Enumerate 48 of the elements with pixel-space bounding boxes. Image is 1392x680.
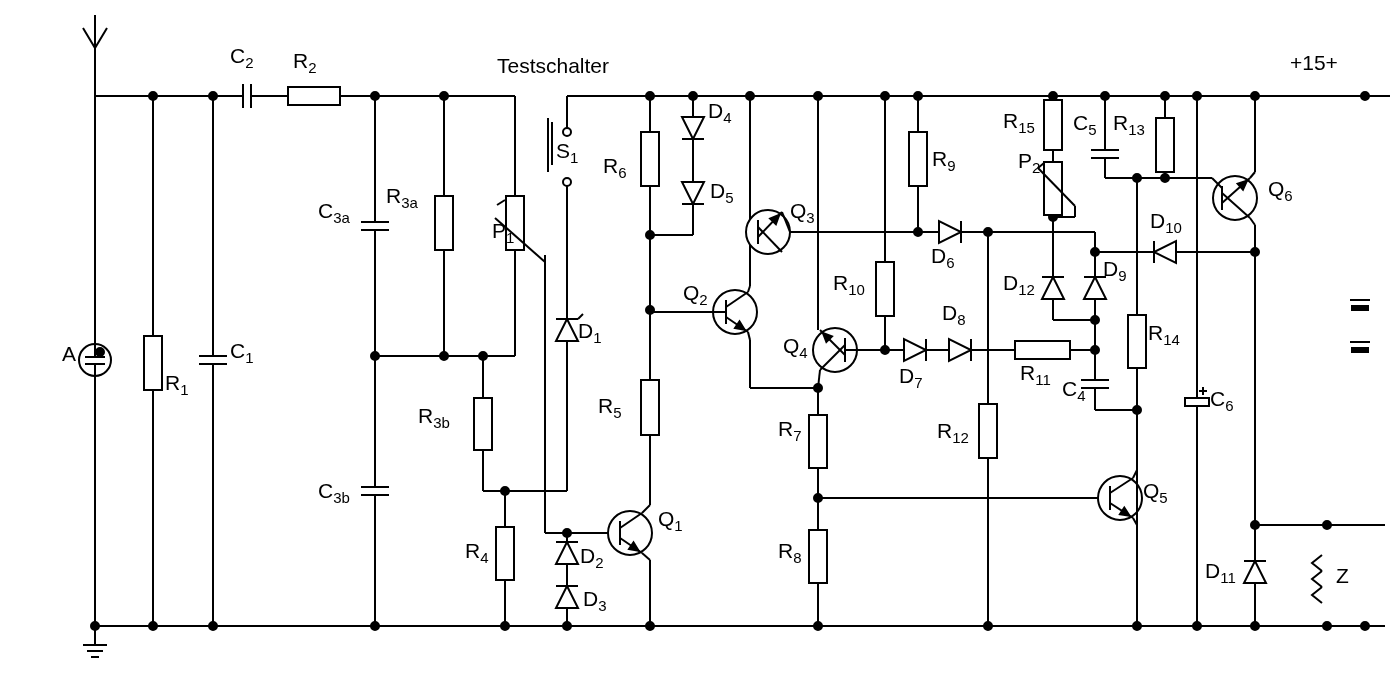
component-label: D$_{12}$ xyxy=(1003,272,1035,301)
component-label: R$_{3b}$ xyxy=(418,405,450,434)
component-label: R$_{10}$ xyxy=(833,272,865,301)
component-label: R$_{2}$ xyxy=(293,50,317,79)
component-label: R$_{8}$ xyxy=(778,540,802,569)
component-label: C$_{4}$ xyxy=(1062,378,1086,407)
component-label: R$_{15}$ xyxy=(1003,110,1035,139)
component-label: C$_{1}$ xyxy=(230,340,254,369)
component-label: C$_{3a}$ xyxy=(318,200,350,229)
component-label: D$_{7}$ xyxy=(899,365,923,394)
component-label: Q$_{2}$ xyxy=(683,282,708,311)
component-label: D$_{1}$ xyxy=(578,320,602,349)
component-label: D$_{4}$ xyxy=(708,100,732,129)
component-label: C$_{6}$ xyxy=(1210,388,1234,417)
component-label: C$_{3b}$ xyxy=(318,480,350,509)
component-label: Q$_{5}$ xyxy=(1143,480,1168,509)
component-label: D$_{10}$ xyxy=(1150,210,1182,239)
component-label: R$_{9}$ xyxy=(932,148,956,177)
component-label: D$_{9}$ xyxy=(1103,258,1127,287)
component-label: R$_{1}$ xyxy=(165,372,189,401)
component-label: R$_{4}$ xyxy=(465,540,489,569)
component-label: R$_{7}$ xyxy=(778,418,802,447)
component-label: D$_{2}$ xyxy=(580,545,604,574)
component-label: R$_{12}$ xyxy=(937,420,969,449)
component-label: D$_{8}$ xyxy=(942,302,966,331)
component-label: P$_{2}$ xyxy=(1018,150,1041,179)
component-label: R$_{6}$ xyxy=(603,155,627,184)
component-label: R$_{13}$ xyxy=(1113,112,1145,141)
component-label: C$_{2}$ xyxy=(230,45,254,74)
component-label: Q$_{4}$ xyxy=(783,335,808,364)
component-label: S$_{1}$ xyxy=(556,140,579,169)
component-label: D$_{3}$ xyxy=(583,588,607,617)
component-label: R$_{5}$ xyxy=(598,395,622,424)
component-label: C$_{5}$ xyxy=(1073,112,1097,141)
component-label: A xyxy=(62,343,76,365)
component-label: D$_{11}$ xyxy=(1205,560,1236,589)
component-label: Z xyxy=(1336,565,1349,587)
voltage-label: +15+ xyxy=(1290,52,1338,74)
component-label: D$_{6}$ xyxy=(931,245,955,274)
component-label: Q$_{3}$ xyxy=(790,200,815,229)
component-label: R$_{11}$ xyxy=(1020,362,1051,391)
component-label: Q$_{1}$ xyxy=(658,508,683,537)
annotation-text: Testschalter xyxy=(497,55,610,77)
component-label: R$_{3a}$ xyxy=(386,185,418,214)
component-label: Q$_{6}$ xyxy=(1268,178,1293,207)
component-label: P$_{1}$ xyxy=(492,220,515,249)
component-label: R$_{14}$ xyxy=(1148,322,1180,351)
component-label: D$_{5}$ xyxy=(710,180,734,209)
